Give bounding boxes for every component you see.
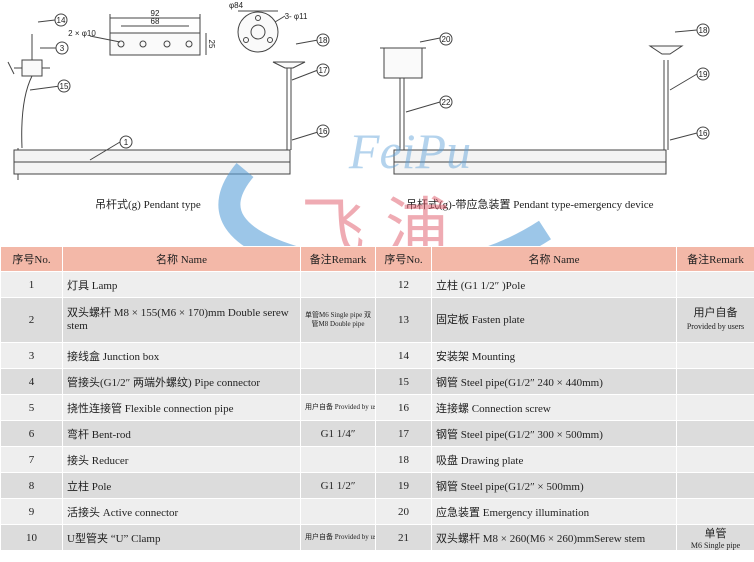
callout-14: 14 xyxy=(57,16,66,25)
callout-15: 15 xyxy=(60,82,69,91)
table-row: 1 灯具 Lamp 12 立柱 (G1 1/2″ )Pole xyxy=(0,271,754,298)
callout-18b: 18 xyxy=(699,26,708,35)
flange-detail xyxy=(237,10,286,53)
dim-flange-holes: 3- φ11 xyxy=(285,12,308,21)
header-name-right: 名称 Name xyxy=(431,246,677,272)
header-no-left: 序号No. xyxy=(0,246,63,272)
dim-holes: 2 × φ10 xyxy=(68,29,96,38)
callout-19: 19 xyxy=(699,70,708,79)
table-row: 6 弯杆 Bent-rod G1 1/4″ 17 钢管 Steel pipe(G… xyxy=(0,420,754,447)
parts-table: 序号No. 名称 Name 备注Remark 序号No. 名称 Name 备注R… xyxy=(0,246,754,551)
table-row: 5 挠性连接管 Flexible connection pipe 用户自备 Pr… xyxy=(0,394,754,421)
table-row: 10 U型管夹 “U” Clamp 用户自备 Provided by users… xyxy=(0,524,754,551)
mounting-plate-detail xyxy=(89,14,207,56)
callout-17: 17 xyxy=(319,66,328,75)
caption-pendant-type: 吊杆式(g) Pendant type xyxy=(95,199,201,211)
table-row: 2 双头螺杆 M8 × 155(M6 × 170)mm Double serew… xyxy=(0,297,754,343)
header-remark-left: 备注Remark xyxy=(300,246,376,272)
dim-92: 92 xyxy=(151,9,160,18)
callout-20: 20 xyxy=(442,35,451,44)
callout-16: 16 xyxy=(319,127,328,136)
table-row: 9 活接头 Active connector 20 应急装置 Emergency… xyxy=(0,498,754,525)
callout-1: 1 xyxy=(124,138,129,147)
caption-pendant-emergency: 吊杆式(g)-带应急装置 Pendant type-emergency devi… xyxy=(406,199,654,211)
table-row: 4 管接头(G1/2″ 两端外螺纹) Pipe connector 15 钢管 … xyxy=(0,368,754,395)
callout-circles xyxy=(54,13,710,149)
dim-25: 25 xyxy=(207,40,216,49)
callout-18: 18 xyxy=(319,36,328,45)
table-row: 7 接头 Reducer 18 吸盘 Drawing plate xyxy=(0,446,754,473)
callout-3: 3 xyxy=(60,44,65,53)
dim-68: 68 xyxy=(151,17,160,26)
callout-16b: 16 xyxy=(699,129,708,138)
table-row: 8 立柱 Pole G1 1/2″ 19 钢管 Steel pipe(G1/2″… xyxy=(0,472,754,499)
header-name-left: 名称 Name xyxy=(62,246,301,272)
table-row: 3 接线盒 Junction box 14 安装架 Mounting xyxy=(0,342,754,369)
header-no-right: 序号No. xyxy=(375,246,432,272)
pendant-assembly-right xyxy=(380,29,698,175)
table-header-row: 序号No. 名称 Name 备注Remark 序号No. 名称 Name 备注R… xyxy=(0,246,754,272)
callout-22: 22 xyxy=(442,98,451,107)
header-remark-right: 备注Remark xyxy=(676,246,754,272)
dim-flange: φ84 xyxy=(229,1,244,10)
